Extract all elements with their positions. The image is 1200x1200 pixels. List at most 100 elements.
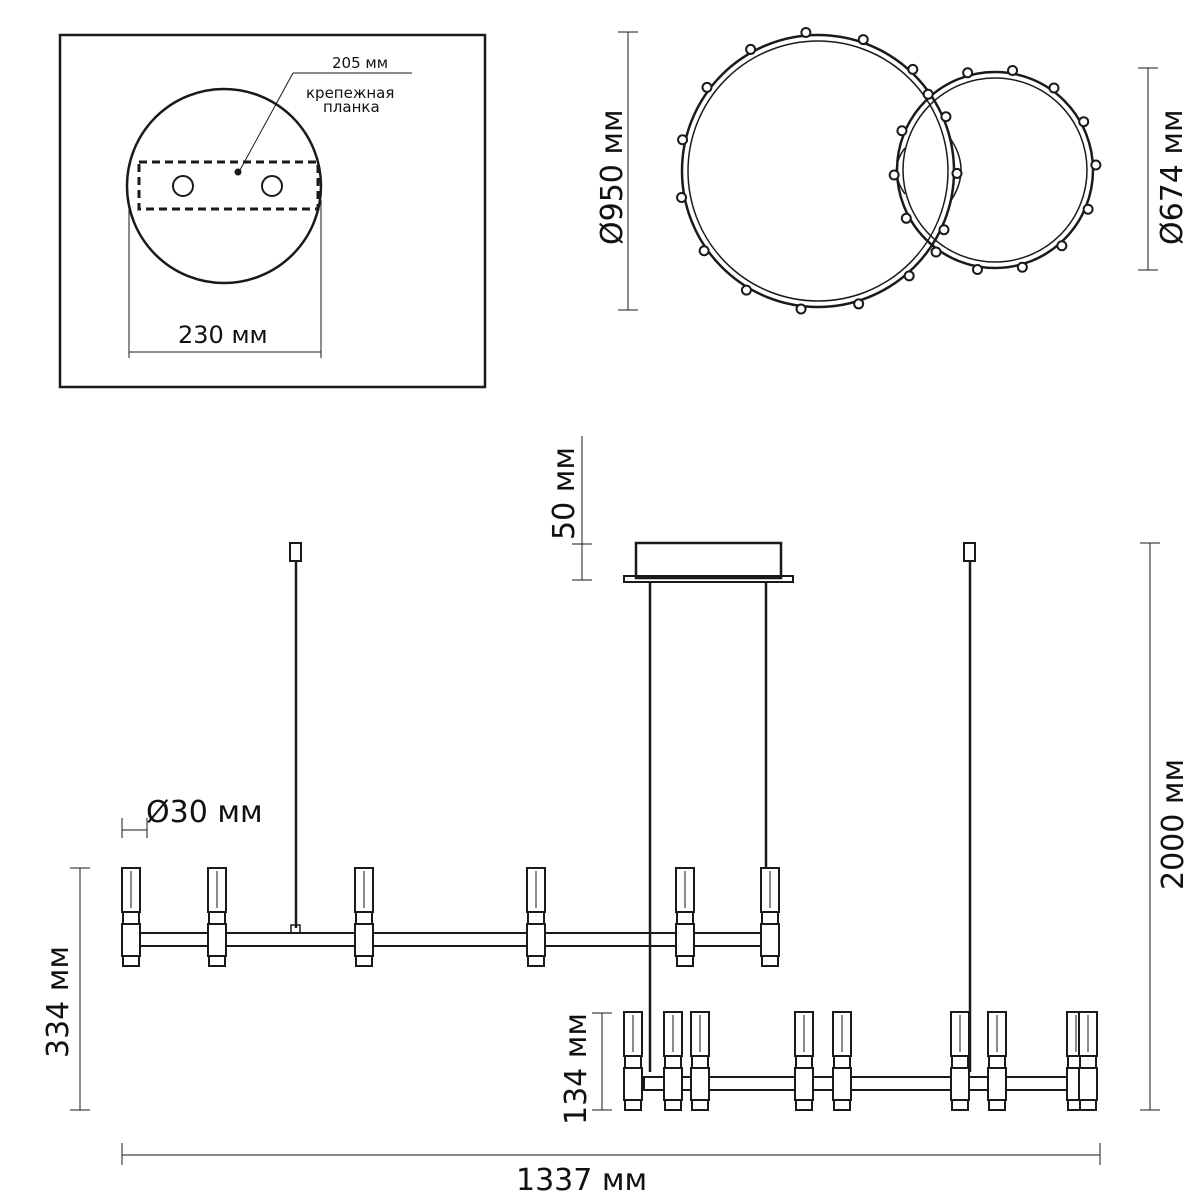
small-ring-dot [1082,203,1094,215]
lamp-collar [1079,1055,1097,1069]
upper-lamp [354,867,374,967]
large-ring-dot [795,303,807,315]
lamp-body [760,923,780,957]
lower-lamp [663,1011,683,1111]
shade-diameter-label: Ø30 мм [146,795,263,830]
lamp-shade-lower [833,1099,851,1111]
large-ring-dot [800,27,812,39]
upper-lamp [207,867,227,967]
lower-lamp [950,1011,970,1111]
large-ring-dot [857,34,869,46]
large-ring-dot [907,63,919,75]
lamp-shade-lower [355,955,373,967]
lamp-body [207,923,227,957]
small-ring-dot [1048,82,1060,94]
lamp-body [1078,1067,1098,1101]
lamp-body [950,1067,970,1101]
total-width-label: 1337 мм [516,1163,647,1198]
large-ring-inner [687,40,949,302]
large-ring-dot [677,134,689,146]
top-view [618,31,1158,311]
small-ring-dot [1007,65,1019,77]
small-ring-dot [1078,116,1090,128]
ring-light-dots [676,27,1102,315]
lamp-collar [355,911,373,925]
lamp-shade-lower [691,1099,709,1111]
lamp-collar [676,911,694,925]
large-ring-dot [701,81,713,93]
lamp-body [121,923,141,957]
small-ring-dot [971,263,983,275]
lamp-body [663,1067,683,1101]
plate-leader-line [239,72,294,171]
small-ring-dot [896,125,908,137]
upper-tier-lamps [121,867,780,967]
lower-tier-lamps [623,1011,1098,1111]
lamp-collar [691,1055,709,1069]
lamp-shade-lower [122,955,140,967]
lamp-collar [795,1055,813,1069]
lower-lamp [794,1011,814,1111]
plate-width-label: 205 мм [332,54,388,72]
lamp-shade-lower [208,955,226,967]
small-ring-dot [962,67,974,79]
lower-lamp [987,1011,1007,1111]
upper-lamp [675,867,695,967]
canopy-height-label: 50 мм [547,447,582,540]
upper-lamp [760,867,780,967]
lamp-collar [624,1055,642,1069]
cable-left-clip [289,542,302,562]
lamp-shade-lower [527,955,545,967]
lamp-collar [122,911,140,925]
lamp-collar [664,1055,682,1069]
cable-right-clip [963,542,976,562]
large-ring-outer [680,33,956,309]
large-ring-dot [853,298,865,310]
large-ring-dot [676,192,688,204]
large-ring-dot [951,167,963,179]
lamp-shade-lower [624,1099,642,1111]
lamp-body [354,923,374,957]
lamp-shade-lower [664,1099,682,1111]
lamp-shade-lower [1079,1099,1097,1111]
total-height-label: 2000 мм [1156,759,1191,890]
plate-name-line1: крепежная [306,84,394,102]
upper-tier-height-label: 334 мм [41,946,76,1058]
canopy-circle [125,87,323,285]
small-ring-outer [895,70,1095,270]
lamp-body [526,923,546,957]
small-ring-dot [930,246,942,258]
screw-hole-left [172,175,194,197]
lamp-body [832,1067,852,1101]
mounting-inset [58,33,487,389]
mounting-plate-outline [137,160,320,211]
lamp-collar [951,1055,969,1069]
lamp-body [675,923,695,957]
lamp-shade-lower [795,1099,813,1111]
plate-center-dot [234,168,242,176]
lower-lamp [1078,1011,1098,1111]
lower-lamp [623,1011,643,1111]
large-ring-diameter-label: Ø950 мм [595,109,630,245]
small-ring-diameter-label: Ø674 мм [1155,109,1190,245]
lamp-body [794,1067,814,1101]
lower-tier-height-label: 134 мм [559,1013,594,1125]
lamp-shade-lower [988,1099,1006,1111]
large-ring-dot [698,245,710,257]
large-ring-dot [938,224,950,236]
large-ring-dot [745,43,757,55]
lamp-collar [527,911,545,925]
large-ring-dot [903,270,915,282]
small-ring-dot [922,88,934,100]
lower-lamp [832,1011,852,1111]
lamp-collar [833,1055,851,1069]
large-ring-dot [740,284,752,296]
small-ring-dot [888,169,900,181]
upper-bar [139,932,769,947]
lamp-collar [208,911,226,925]
upper-lamp [121,867,141,967]
large-ring-dot [940,111,952,123]
small-ring-dot [1056,240,1068,252]
small-ring-dot [1090,159,1102,171]
